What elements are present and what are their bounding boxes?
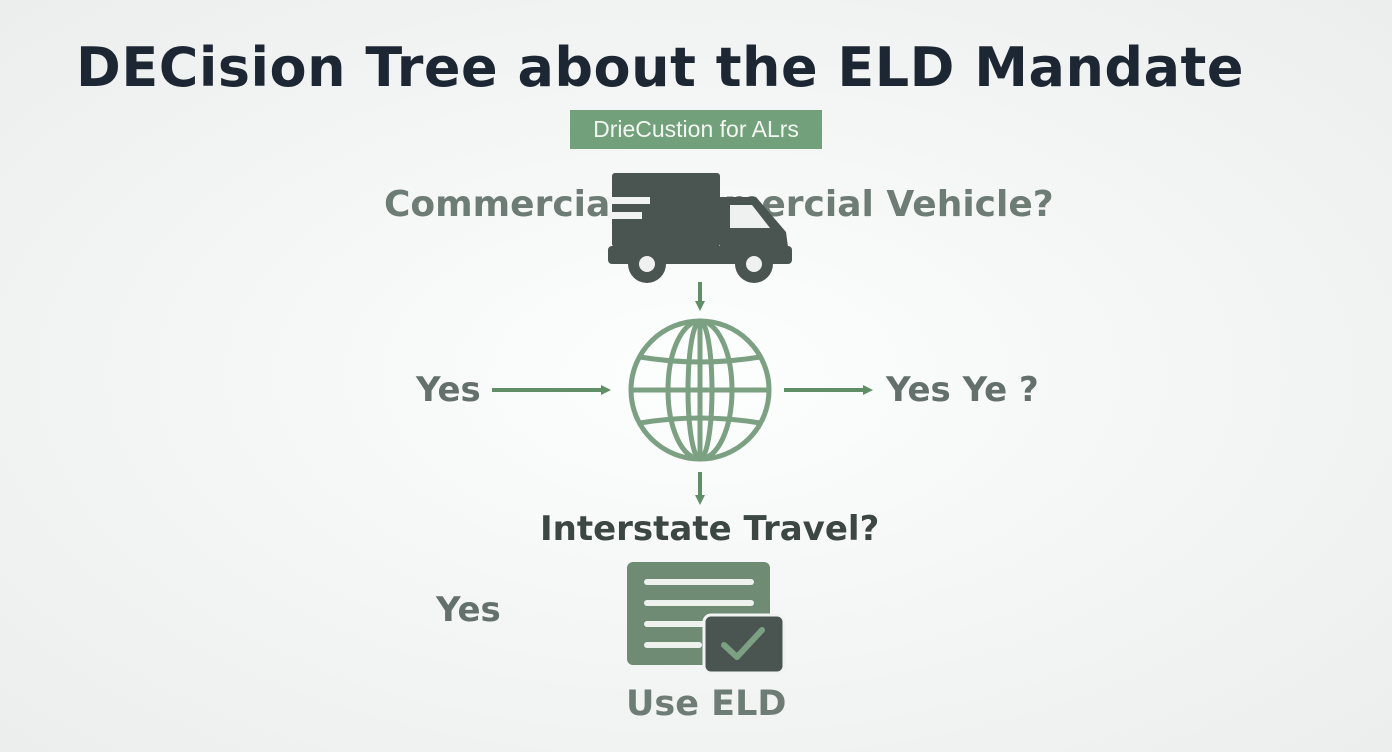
- label-yes-left: Yes: [416, 370, 481, 410]
- question-interstate-travel: Interstate Travel?: [540, 509, 880, 549]
- subtitle-badge: DrieCustion for ALrs: [570, 110, 822, 149]
- page-title: DECision Tree about the ELD Mandate: [76, 36, 1244, 99]
- document-check-icon: [627, 562, 786, 675]
- truck-icon: [608, 173, 792, 283]
- label-yes-right: Yes Ye ?: [886, 370, 1039, 410]
- outcome-use-eld: Use ELD: [626, 684, 787, 724]
- label-yes-bottom: Yes: [436, 590, 501, 630]
- globe-icon: [628, 318, 772, 462]
